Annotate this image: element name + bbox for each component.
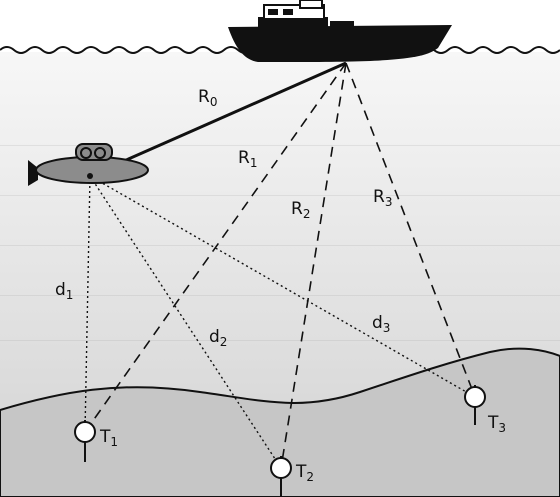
transponder-icon — [464, 386, 486, 408]
label-t1: T1 — [99, 427, 118, 449]
seabed — [0, 347, 560, 497]
label-r0: R0 — [198, 87, 217, 109]
transponder-t3 — [464, 385, 486, 425]
transponder-t1 — [74, 420, 96, 462]
range-line-r2 — [280, 62, 347, 469]
label-t2: T2 — [295, 462, 314, 484]
transponder-t2 — [270, 456, 292, 497]
transponder-icon — [74, 421, 96, 443]
submarine-icon — [28, 143, 149, 186]
ship-icon — [228, 0, 452, 62]
label-r1: R1 — [238, 148, 257, 170]
distance-line-d3 — [89, 175, 476, 398]
label-d2: d2 — [209, 327, 227, 349]
range-line-r3 — [345, 62, 476, 398]
label-d3: d3 — [372, 313, 390, 335]
distance-line-d2 — [89, 175, 282, 469]
range-line-r1 — [84, 62, 347, 433]
range-line-r0 — [89, 61, 347, 178]
water-bands — [0, 145, 560, 341]
label-d1: d1 — [55, 280, 73, 302]
label-r3: R3 — [373, 187, 392, 209]
label-t3: T3 — [487, 413, 506, 435]
transponder-icon — [270, 457, 292, 479]
label-r2: R2 — [291, 199, 310, 221]
